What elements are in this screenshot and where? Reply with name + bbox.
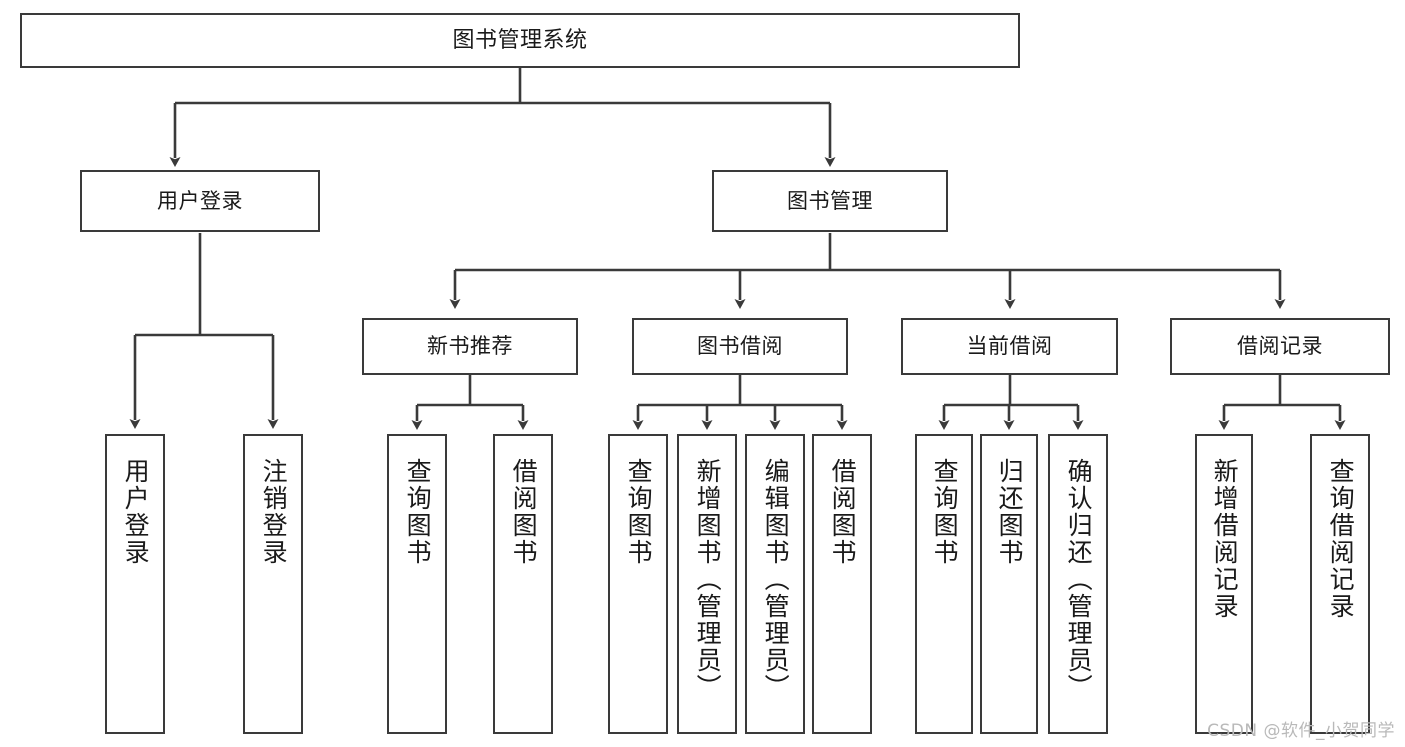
node-label: 图书管理 xyxy=(787,188,873,213)
node-label: 借阅图书 xyxy=(828,458,858,566)
leaf-borrow-edit-book-admin[interactable]: 编辑图书（管理员） xyxy=(745,434,805,734)
node-label: 编辑图书（管理员） xyxy=(761,458,791,701)
leaf-user-login-signin[interactable]: 用户登录 xyxy=(105,434,165,734)
node-label: 归还图书 xyxy=(995,458,1025,566)
leaf-current-query-book[interactable]: 查询图书 xyxy=(915,434,973,734)
leaf-current-confirm-return-admin[interactable]: 确认归还（管理员） xyxy=(1048,434,1108,734)
node-label: 图书管理系统 xyxy=(452,27,588,53)
node-label: 用户登录 xyxy=(121,458,151,566)
node-label: 注销登录 xyxy=(259,458,289,566)
node-label: 借阅图书 xyxy=(509,458,539,566)
node-label: 图书借阅 xyxy=(697,334,783,359)
node-label: 当前借阅 xyxy=(966,334,1053,359)
node-label: 确认归还（管理员） xyxy=(1064,458,1094,701)
node-root-system[interactable]: 图书管理系统 xyxy=(20,13,1020,68)
node-current-borrow[interactable]: 当前借阅 xyxy=(901,318,1118,375)
leaf-user-login-signout[interactable]: 注销登录 xyxy=(243,434,303,734)
node-label: 借阅记录 xyxy=(1237,334,1323,359)
node-label: 查询图书 xyxy=(403,458,433,566)
watermark: CSDN @软件_小贺同学 xyxy=(1207,721,1395,741)
node-user-login[interactable]: 用户登录 xyxy=(80,170,320,232)
leaf-record-query-record[interactable]: 查询借阅记录 xyxy=(1310,434,1370,734)
node-label: 用户登录 xyxy=(157,188,243,213)
node-label: 新书推荐 xyxy=(427,334,513,359)
leaf-recommend-borrow-book[interactable]: 借阅图书 xyxy=(493,434,553,734)
leaf-record-add-record[interactable]: 新增借阅记录 xyxy=(1195,434,1253,734)
leaf-borrow-add-book-admin[interactable]: 新增图书（管理员） xyxy=(677,434,737,734)
node-book-management[interactable]: 图书管理 xyxy=(712,170,948,232)
node-book-borrow[interactable]: 图书借阅 xyxy=(632,318,848,375)
leaf-current-return-book[interactable]: 归还图书 xyxy=(980,434,1038,734)
node-label: 新增图书（管理员） xyxy=(693,458,723,701)
leaf-recommend-query-book[interactable]: 查询图书 xyxy=(387,434,447,734)
node-label: 查询借阅记录 xyxy=(1326,458,1356,620)
node-label: 新增借阅记录 xyxy=(1210,458,1240,620)
node-label: 查询图书 xyxy=(930,458,960,566)
leaf-borrow-borrow-book[interactable]: 借阅图书 xyxy=(812,434,872,734)
node-new-book-recommend[interactable]: 新书推荐 xyxy=(362,318,578,375)
leaf-borrow-query-book[interactable]: 查询图书 xyxy=(608,434,668,734)
node-label: 查询图书 xyxy=(624,458,654,566)
node-borrow-record[interactable]: 借阅记录 xyxy=(1170,318,1390,375)
